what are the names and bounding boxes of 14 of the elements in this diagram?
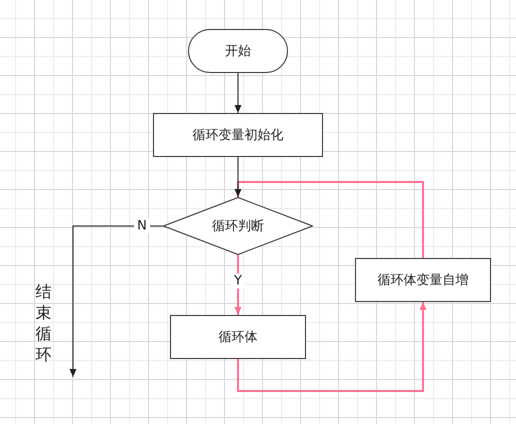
vertical-label: 结束循环 [35, 281, 52, 365]
arrow [234, 181, 424, 258]
arrow [234, 255, 242, 315]
arrow [234, 156, 242, 198]
edge-label: Y [231, 274, 245, 288]
arrow [234, 72, 242, 114]
process-box: 循环体 [170, 315, 306, 359]
start-terminal: 开始 [188, 29, 288, 73]
arrow [237, 302, 426, 392]
edge-label: N [134, 218, 150, 234]
decision-diamond: 循环判断 [163, 197, 313, 255]
process-box: 循环体变量自增 [355, 258, 491, 302]
process-box: 循环变量初始化 [153, 113, 323, 157]
arrow [70, 226, 164, 378]
